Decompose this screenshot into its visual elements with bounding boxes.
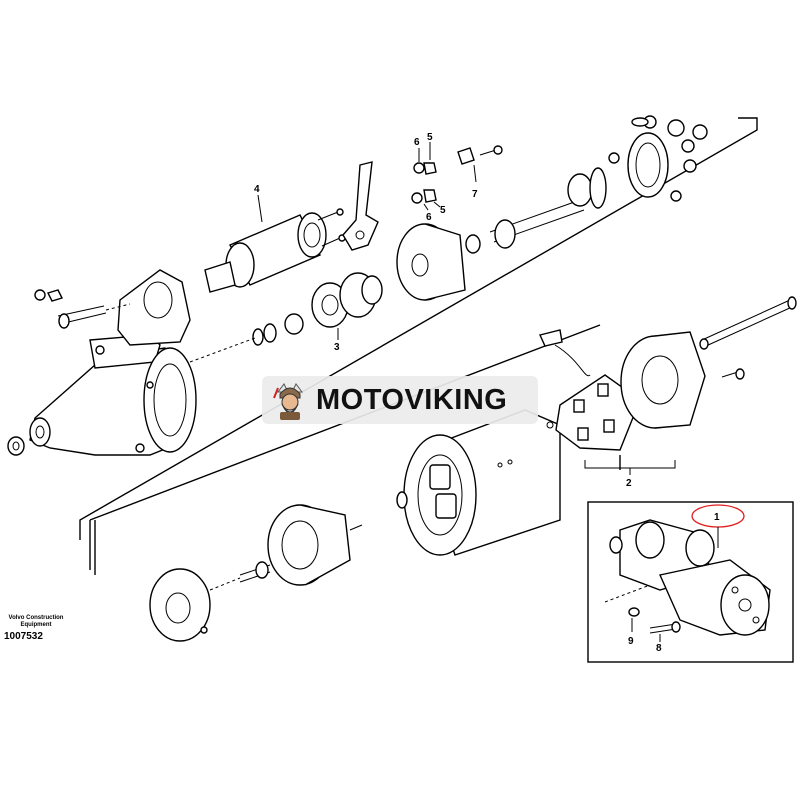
brush-group-bracket xyxy=(584,460,676,469)
callout-6b-leader xyxy=(423,203,429,211)
callout-4-leader xyxy=(257,194,263,223)
drive-end-housing xyxy=(29,269,197,456)
commutator-end-cover xyxy=(620,331,706,429)
drive-shaft xyxy=(489,167,607,249)
callout-6a: 6 xyxy=(414,137,420,148)
upper-group-outline xyxy=(79,117,758,540)
inset-washer-and-bolt xyxy=(628,607,681,634)
callout-6b: 6 xyxy=(426,212,432,223)
watermark-text: MOTOVIKING xyxy=(316,383,508,416)
lower-group-bracket xyxy=(94,455,621,575)
engagement-lever xyxy=(342,161,379,251)
callout-3: 3 xyxy=(334,342,340,353)
callout-8: 8 xyxy=(656,643,662,654)
intermediate-bearing xyxy=(396,223,481,301)
brush-holder xyxy=(539,329,641,451)
callout-4: 4 xyxy=(254,184,260,195)
inset-starter-motor xyxy=(604,519,771,636)
through-bolt xyxy=(699,296,797,350)
callout-7-leader xyxy=(473,164,477,183)
caption-figure-number: 1007532 xyxy=(4,631,43,642)
callout-9: 9 xyxy=(628,636,634,647)
callout-5b-leader xyxy=(433,201,441,208)
caption-organization: Volvo Construction Equipment xyxy=(8,615,64,628)
armature xyxy=(239,504,363,586)
nut-washer-lower xyxy=(411,189,437,204)
thrust-washer xyxy=(396,491,408,509)
planetary-gear-set xyxy=(608,115,708,202)
callout-5a: 5 xyxy=(427,132,433,143)
mounting-screw-and-nut xyxy=(34,289,131,329)
commutator-end-plate xyxy=(149,568,241,642)
figure-caption: Volvo Construction Equipment 1007532 xyxy=(4,615,68,642)
callout-1: 1 xyxy=(714,512,720,523)
pinion-clutch-assembly xyxy=(311,272,383,328)
watermark-banner: MOTOVIKING xyxy=(262,376,538,424)
nut-washer-upper xyxy=(413,162,437,175)
viking-mascot-icon xyxy=(273,383,303,420)
callout-2: 2 xyxy=(626,478,632,489)
callout-5b: 5 xyxy=(440,205,446,216)
field-frame xyxy=(403,409,561,556)
cover-screw xyxy=(721,368,745,380)
terminal-clip xyxy=(457,145,503,165)
solenoid-switch xyxy=(204,208,346,293)
bushing xyxy=(7,436,25,456)
stop-ring-and-collar xyxy=(189,313,304,363)
callout-7: 7 xyxy=(472,189,478,200)
